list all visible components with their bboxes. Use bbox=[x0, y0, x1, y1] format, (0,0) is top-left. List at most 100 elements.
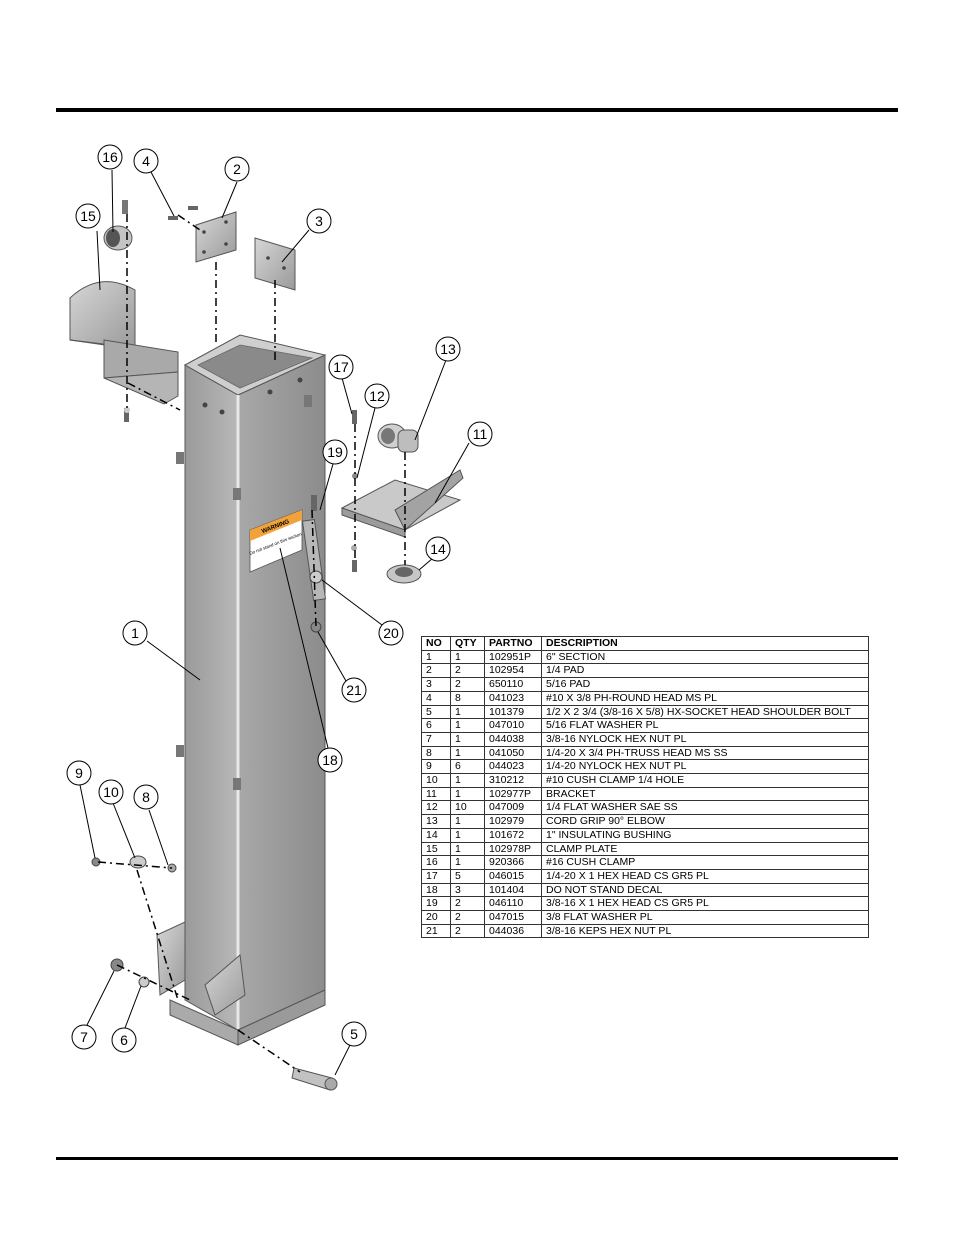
cell-no: 5 bbox=[421, 704, 451, 720]
callout-19: 19 bbox=[322, 439, 348, 465]
cell-no: 21 bbox=[421, 923, 451, 939]
cell-description: 1/4-20 NYLOCK HEX NUT PL bbox=[541, 759, 869, 775]
cell-qty: 6 bbox=[450, 759, 485, 775]
svg-text:13: 13 bbox=[440, 341, 456, 357]
header-partno: PARTNO bbox=[484, 636, 542, 651]
callout-16: 16 bbox=[97, 144, 123, 170]
cell-description: 1/4 FLAT WASHER SAE SS bbox=[541, 800, 869, 816]
cell-partno: 101404 bbox=[484, 882, 542, 898]
footer-rule bbox=[56, 1157, 898, 1160]
header-qty: QTY bbox=[450, 636, 485, 651]
column-section bbox=[176, 334, 327, 1031]
cell-qty: 8 bbox=[450, 690, 485, 706]
cell-description: CORD GRIP 90° ELBOW bbox=[541, 814, 869, 829]
callout-11: 11 bbox=[467, 421, 493, 447]
cell-no: 18 bbox=[421, 882, 451, 898]
cell-description: BRACKET bbox=[541, 786, 869, 802]
cell-description: 1/2 X 2 3/4 (3/8-16 X 5/8) HX-SOCKET HEA… bbox=[541, 704, 869, 720]
cell-no: 3 bbox=[421, 677, 451, 692]
cell-qty: 1 bbox=[450, 745, 485, 761]
cell-description: 5/16 FLAT WASHER PL bbox=[541, 718, 869, 733]
callout-20: 20 bbox=[378, 620, 404, 646]
shoulder-bolt bbox=[291, 1067, 338, 1091]
callout-13: 13 bbox=[435, 336, 461, 362]
header-description: DESCRIPTION bbox=[541, 636, 869, 651]
cell-description: #10 CUSH CLAMP 1/4 HOLE bbox=[541, 773, 869, 788]
cell-no: 16 bbox=[421, 855, 451, 870]
cush-clamp-16 bbox=[103, 200, 133, 251]
cell-qty: 2 bbox=[450, 896, 485, 912]
svg-text:3: 3 bbox=[315, 213, 323, 229]
cell-qty: 2 bbox=[450, 663, 485, 679]
callout-12: 12 bbox=[364, 383, 390, 409]
svg-text:1: 1 bbox=[131, 625, 139, 641]
cell-no: 2 bbox=[421, 663, 451, 679]
cell-qty: 2 bbox=[450, 910, 485, 925]
cell-no: 7 bbox=[421, 731, 451, 747]
cell-partno: 102977P bbox=[484, 786, 542, 802]
cell-partno: 047010 bbox=[484, 718, 542, 733]
cell-partno: 102954 bbox=[484, 663, 542, 679]
cell-description: 3/8-16 KEPS HEX NUT PL bbox=[541, 923, 869, 939]
cell-partno: 044038 bbox=[484, 731, 542, 747]
cell-no: 15 bbox=[421, 841, 451, 857]
cell-description: 3/8 FLAT WASHER PL bbox=[541, 910, 869, 925]
cell-description: 5/16 PAD bbox=[541, 677, 869, 692]
cell-qty: 1 bbox=[450, 731, 485, 747]
cell-partno: 310212 bbox=[484, 773, 542, 788]
clamp-plate bbox=[69, 281, 179, 405]
svg-text:19: 19 bbox=[327, 444, 343, 460]
cell-qty: 1 bbox=[450, 814, 485, 829]
cell-qty: 1 bbox=[450, 786, 485, 802]
cell-no: 6 bbox=[421, 718, 451, 733]
assembly-lines bbox=[97, 214, 406, 1073]
svg-text:5: 5 bbox=[350, 1026, 358, 1042]
cell-partno: 044036 bbox=[484, 923, 542, 939]
cell-qty: 1 bbox=[450, 841, 485, 857]
svg-text:17: 17 bbox=[333, 359, 349, 375]
callout-21: 21 bbox=[341, 677, 367, 703]
cell-qty: 10 bbox=[450, 800, 485, 816]
cell-qty: 1 bbox=[450, 649, 485, 665]
svg-text:2: 2 bbox=[233, 161, 241, 177]
cell-no: 4 bbox=[421, 690, 451, 706]
cell-partno: 920366 bbox=[484, 855, 542, 870]
cell-qty: 1 bbox=[450, 855, 485, 870]
cell-description: 3/8-16 NYLOCK HEX NUT PL bbox=[541, 731, 869, 747]
cell-partno: 650110 bbox=[484, 677, 542, 692]
callout-14: 14 bbox=[425, 536, 451, 562]
cell-partno: 102979 bbox=[484, 814, 542, 829]
cell-no: 10 bbox=[421, 773, 451, 788]
cell-partno: 102978P bbox=[484, 841, 542, 857]
callout-17: 17 bbox=[328, 354, 354, 380]
callout-5: 5 bbox=[341, 1021, 367, 1047]
cell-partno: 101672 bbox=[484, 827, 542, 843]
cell-partno: 047015 bbox=[484, 910, 542, 925]
callouts: 1 2 3 4 5 6 7 8 9 10 11 12 13 14 15 16 1… bbox=[66, 144, 493, 1053]
cell-no: 17 bbox=[421, 868, 451, 884]
insulating-bushing bbox=[386, 564, 422, 584]
cell-no: 8 bbox=[421, 745, 451, 761]
cell-qty: 1 bbox=[450, 827, 485, 843]
cell-no: 13 bbox=[421, 814, 451, 829]
callout-4: 4 bbox=[133, 148, 159, 174]
cell-partno: 041023 bbox=[484, 690, 542, 706]
header-rule bbox=[56, 108, 898, 112]
callout-10: 10 bbox=[98, 779, 124, 805]
cell-no: 9 bbox=[421, 759, 451, 775]
cell-qty: 2 bbox=[450, 677, 485, 692]
cell-no: 11 bbox=[421, 786, 451, 802]
cell-description: 3/8-16 X 1 HEX HEAD CS GR5 PL bbox=[541, 896, 869, 912]
